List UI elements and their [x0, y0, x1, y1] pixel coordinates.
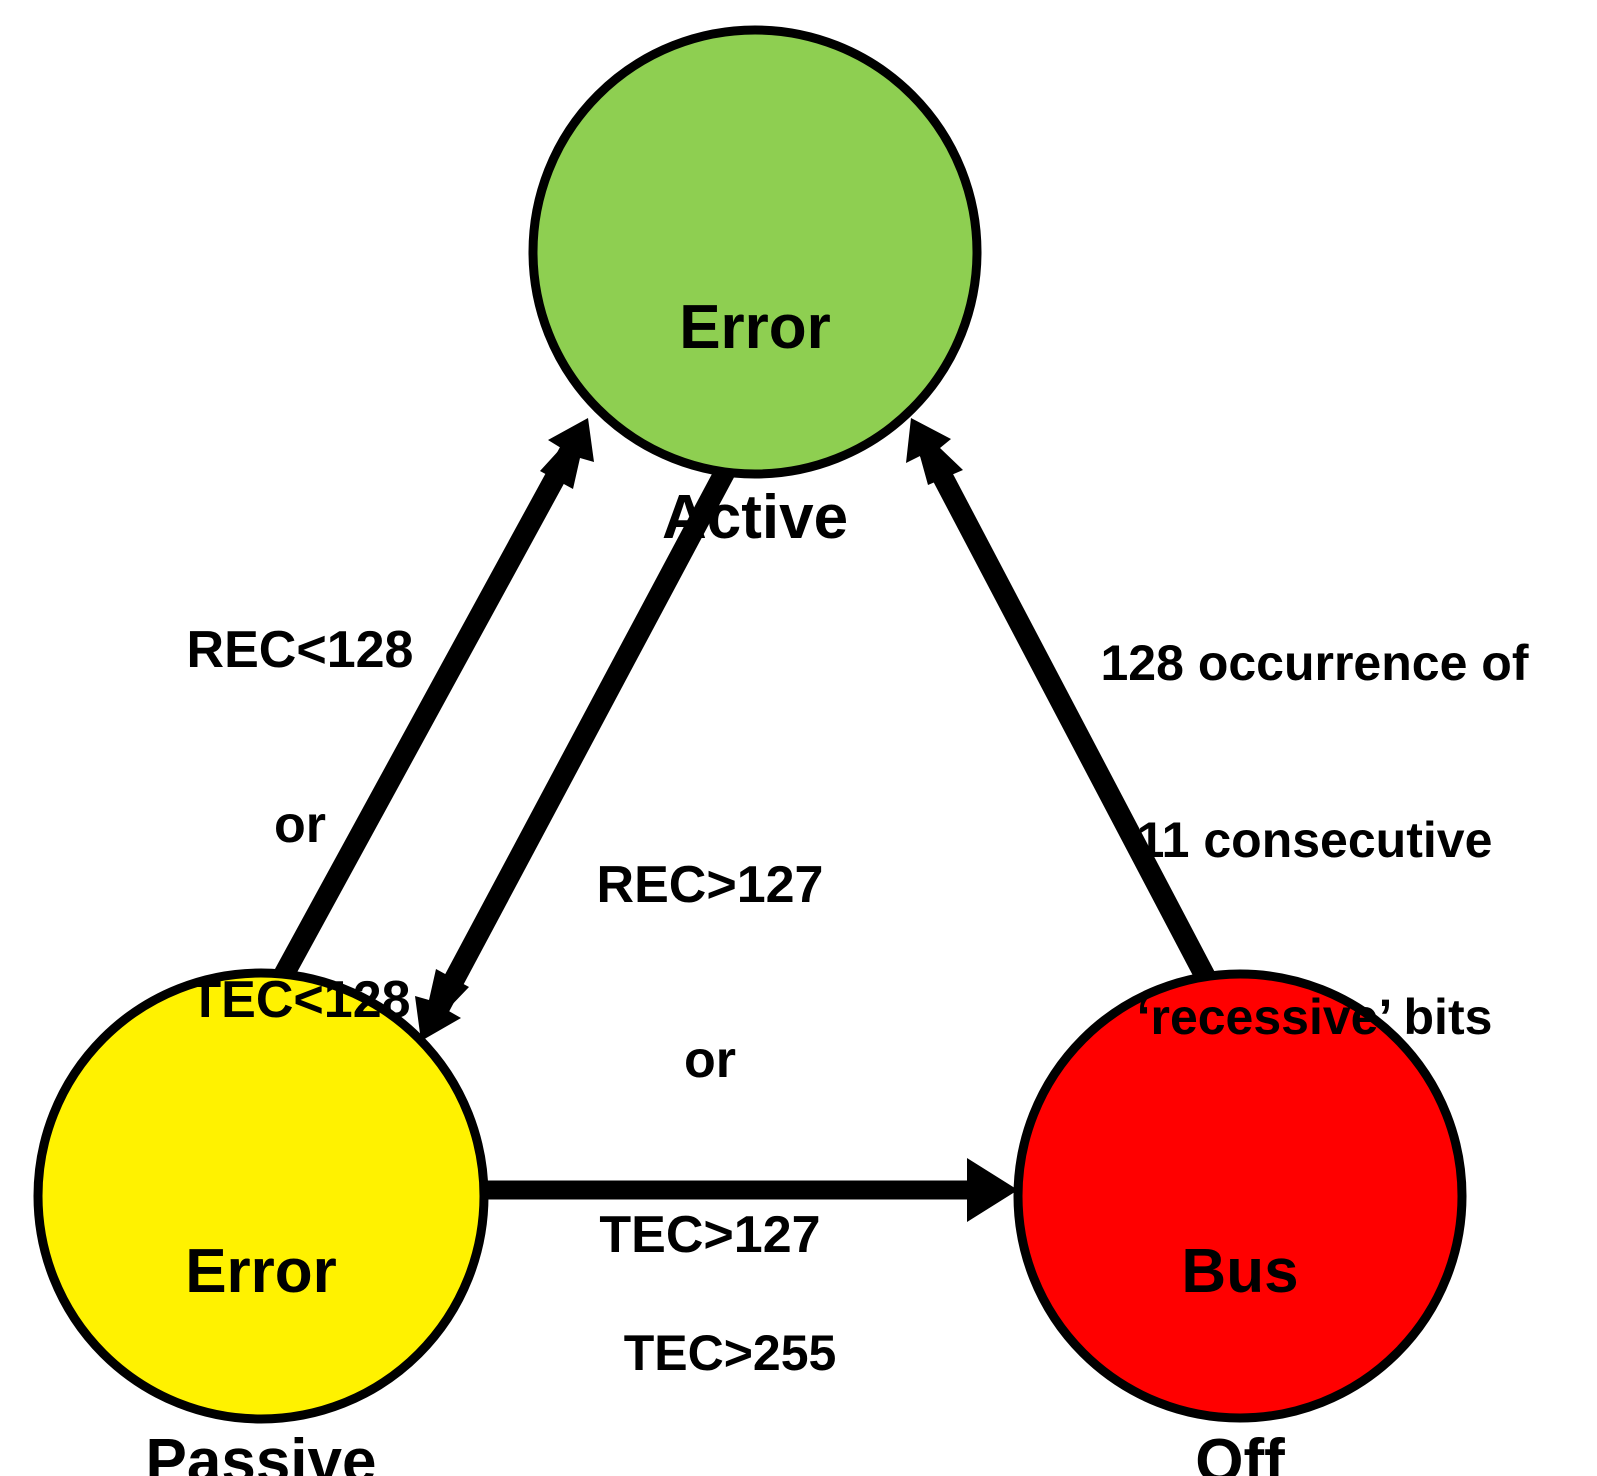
edge-label-passive-to-active-line2: or	[274, 796, 326, 855]
edge-label-active-to-passive-line1: REC>127	[596, 856, 824, 915]
edge-label-busoff-to-active-line3: ‘recessive’ bits	[1136, 989, 1493, 1045]
edge-label-passive-to-busoff-line1: TEC>255	[623, 1325, 837, 1381]
edge-label-active-to-passive: REC>127 or TEC>127	[530, 740, 890, 1381]
edge-label-passive-to-active-line1: REC<128	[186, 621, 414, 680]
edge-line-busoff-to-active	[918, 444, 1225, 1000]
edge-passive-to-busoff[interactable]	[483, 1158, 1018, 1222]
edge-label-busoff-to-active: 128 occurrence of 11 consecutive ‘recess…	[1042, 516, 1587, 1165]
edge-label-passive-to-busoff: TEC>255	[570, 1213, 890, 1476]
node-error-active[interactable]	[528, 25, 982, 479]
edge-label-active-to-passive-line2: or	[684, 1031, 736, 1090]
edge-label-passive-to-active-line3: TEC<128	[189, 970, 411, 1029]
arrowhead-active-to-passive	[415, 969, 469, 1041]
arrowhead-busoff-to-active	[906, 418, 963, 485]
node-bus-off[interactable]	[1013, 969, 1467, 1423]
edge-passive-to-active[interactable]	[272, 418, 594, 984]
node-error-passive[interactable]	[33, 968, 489, 1424]
edge-active-to-passive[interactable]	[415, 465, 736, 1041]
edge-busoff-to-active[interactable]	[906, 418, 1225, 1000]
edge-label-busoff-to-active-line2: 11 consecutive	[1136, 812, 1493, 868]
edge-label-active-to-passive-line3: TEC>127	[599, 1205, 821, 1264]
edge-label-busoff-to-active-line1: 128 occurrence of	[1100, 635, 1529, 691]
edge-label-passive-to-active: REC<128 or TEC<128	[120, 505, 480, 1146]
edge-line-active-to-passive	[428, 465, 736, 1015]
edge-line-passive-to-active	[272, 441, 582, 984]
arrowhead-passive-to-busoff	[967, 1158, 1018, 1222]
arrowhead-passive-to-active	[540, 418, 594, 489]
